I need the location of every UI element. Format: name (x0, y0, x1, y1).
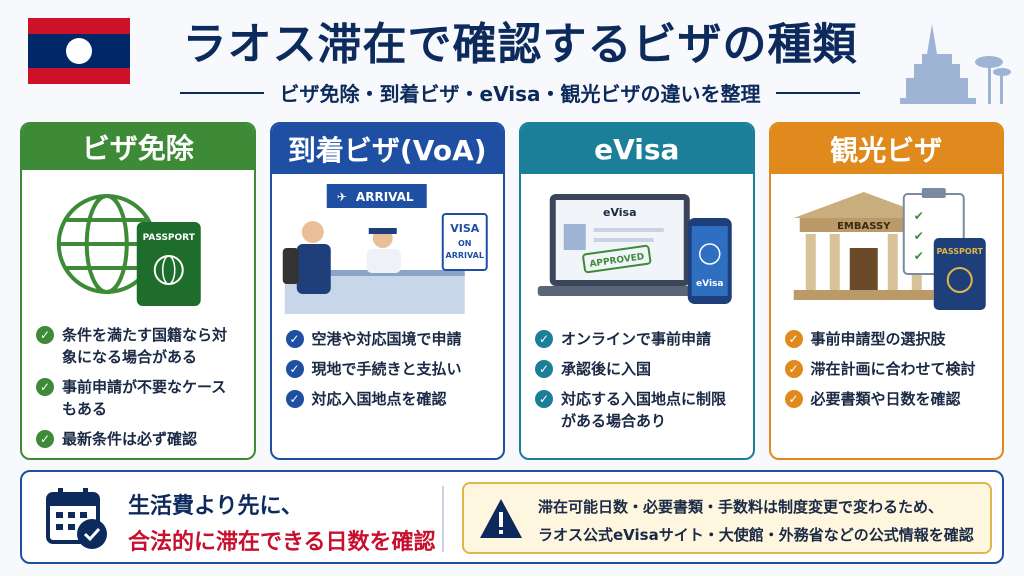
page-subtitle: ビザ免除・到着ビザ・eVisa・観光ビザの違いを整理 (279, 82, 761, 106)
warning-line1: 滞在可能日数・必要書類・手数料は制度変更で変わるため、 (538, 498, 944, 516)
officer (366, 228, 401, 273)
list-item: ✓必要書類や日数を確認 (784, 388, 989, 410)
passport-icon: PASSPORT (136, 222, 201, 306)
svg-text:✔: ✔ (913, 249, 923, 263)
bottom-banner: 生活費より先に、 合法的に滞在できる日数を確認 滞在可能日数・必要書類・手数料は… (20, 470, 1004, 564)
card-evisa: eVisa eVisa APPROVED (519, 122, 755, 460)
list-item: ✓事前申請が不要なケースもある (36, 376, 240, 420)
visa-cards: ビザ免除 PASSPORT ✓条件を満たす国籍なら対象になる場合がある (20, 122, 1004, 460)
card-list: ✓事前申請型の選択肢 ✓滞在計画に合わせて検討 ✓必要書類や日数を確認 (771, 322, 1003, 418)
bottom-message-line2: 合法的に滞在できる日数を確認 (128, 530, 436, 555)
check-icon: ✓ (535, 390, 553, 408)
phone-label: eVisa (696, 279, 723, 289)
svg-text:✔: ✔ (913, 209, 923, 223)
card-list: ✓空港や対応国境で申請 ✓現地で手続きと支払い ✓対応入国地点を確認 (272, 322, 504, 418)
embassy-label: EMBASSY (837, 221, 891, 232)
card-visa-on-arrival: 到着ビザ(VoA) ✈ ARRIVAL (269, 122, 505, 460)
subtitle-row: ビザ免除・到着ビザ・eVisa・観光ビザの違いを整理 (180, 78, 861, 107)
check-icon: ✓ (535, 330, 553, 348)
check-icon: ✓ (784, 330, 803, 348)
list-item: ✓現地で手続きと支払い (285, 358, 490, 380)
check-icon: ✓ (36, 326, 54, 344)
card-image: EMBASSY ✔ ✔ ✔ PASSPORT (771, 174, 1003, 322)
calendar-check-icon (46, 488, 107, 549)
arrival-sign: ✈ ARRIVAL (326, 184, 427, 208)
card-list: ✓オンラインで事前申請 ✓承認後に入国 ✓対応する入国地点に制限がある場合あり (521, 322, 753, 440)
check-icon: ✓ (36, 378, 54, 396)
bottom-message-line1: 生活費より先に、 (128, 494, 303, 519)
card-image: PASSPORT (22, 170, 254, 318)
divider (442, 486, 444, 552)
visa-board: VISA ON ARRIVAL (441, 213, 488, 271)
passport-label: PASSPORT (143, 233, 196, 243)
warning-icon (480, 499, 522, 538)
check-icon: ✓ (285, 390, 304, 408)
card-title: eVisa (521, 124, 753, 174)
warning-line2: ラオス公式eVisaサイト・大使館・外務省などの公式情報を確認 (538, 526, 974, 544)
card-title: 到着ビザ(VoA) (271, 124, 503, 174)
phone-icon: eVisa (687, 218, 732, 304)
laptop-icon: eVisa APPROVED (537, 194, 702, 296)
list-item: ✓承認後に入国 (535, 358, 739, 380)
list-item: ✓対応する入国地点に制限がある場合あり (535, 388, 739, 432)
temple-icon (900, 24, 1011, 104)
check-icon: ✓ (535, 360, 553, 378)
list-item: ✓空港や対応国境で申請 (285, 328, 490, 350)
svg-text:✔: ✔ (913, 229, 923, 243)
traveler (282, 221, 331, 294)
list-item: ✓滞在計画に合わせて検討 (784, 358, 989, 380)
list-item: ✓対応入国地点を確認 (285, 388, 490, 410)
check-icon: ✓ (784, 360, 803, 378)
card-visa-exemption: ビザ免除 PASSPORT ✓条件を満たす国籍なら対象になる場合がある (20, 122, 256, 460)
warning-box: 滞在可能日数・必要書類・手数料は制度変更で変わるため、 ラオス公式eVisaサイ… (462, 482, 992, 554)
airplane-icon: ✈ (336, 190, 346, 204)
check-icon: ✓ (784, 390, 803, 408)
card-image: eVisa APPROVED eVisa (521, 174, 753, 322)
list-item: ✓最新条件は必ず確認 (36, 428, 240, 450)
passport-icon: PASSPORT (933, 238, 986, 310)
page-title: ラオス滞在で確認するビザの種類 (182, 19, 858, 70)
svg-text:ON: ON (458, 239, 472, 248)
passport-label: PASSPORT (936, 247, 983, 256)
card-title: ビザ免除 (22, 124, 254, 170)
arrival-label: ARRIVAL (355, 190, 413, 204)
card-image: ✈ ARRIVAL VISA ON (272, 174, 504, 322)
laos-flag-icon (28, 18, 130, 84)
screen-label: eVisa (603, 206, 637, 219)
svg-text:ARRIVAL: ARRIVAL (445, 251, 483, 260)
check-icon: ✓ (285, 360, 304, 378)
check-icon: ✓ (36, 430, 54, 448)
card-list: ✓条件を満たす国籍なら対象になる場合がある ✓事前申請が不要なケースもある ✓最… (22, 318, 254, 458)
card-tourist-visa: 観光ビザ EMBASSY ✔ ✔ (768, 122, 1004, 460)
list-item: ✓条件を満たす国籍なら対象になる場合がある (36, 324, 240, 368)
list-item: ✓オンラインで事前申請 (535, 328, 739, 350)
check-icon: ✓ (285, 330, 304, 348)
card-title: 観光ビザ (770, 124, 1002, 174)
list-item: ✓事前申請型の選択肢 (784, 328, 989, 350)
svg-text:VISA: VISA (450, 222, 480, 235)
